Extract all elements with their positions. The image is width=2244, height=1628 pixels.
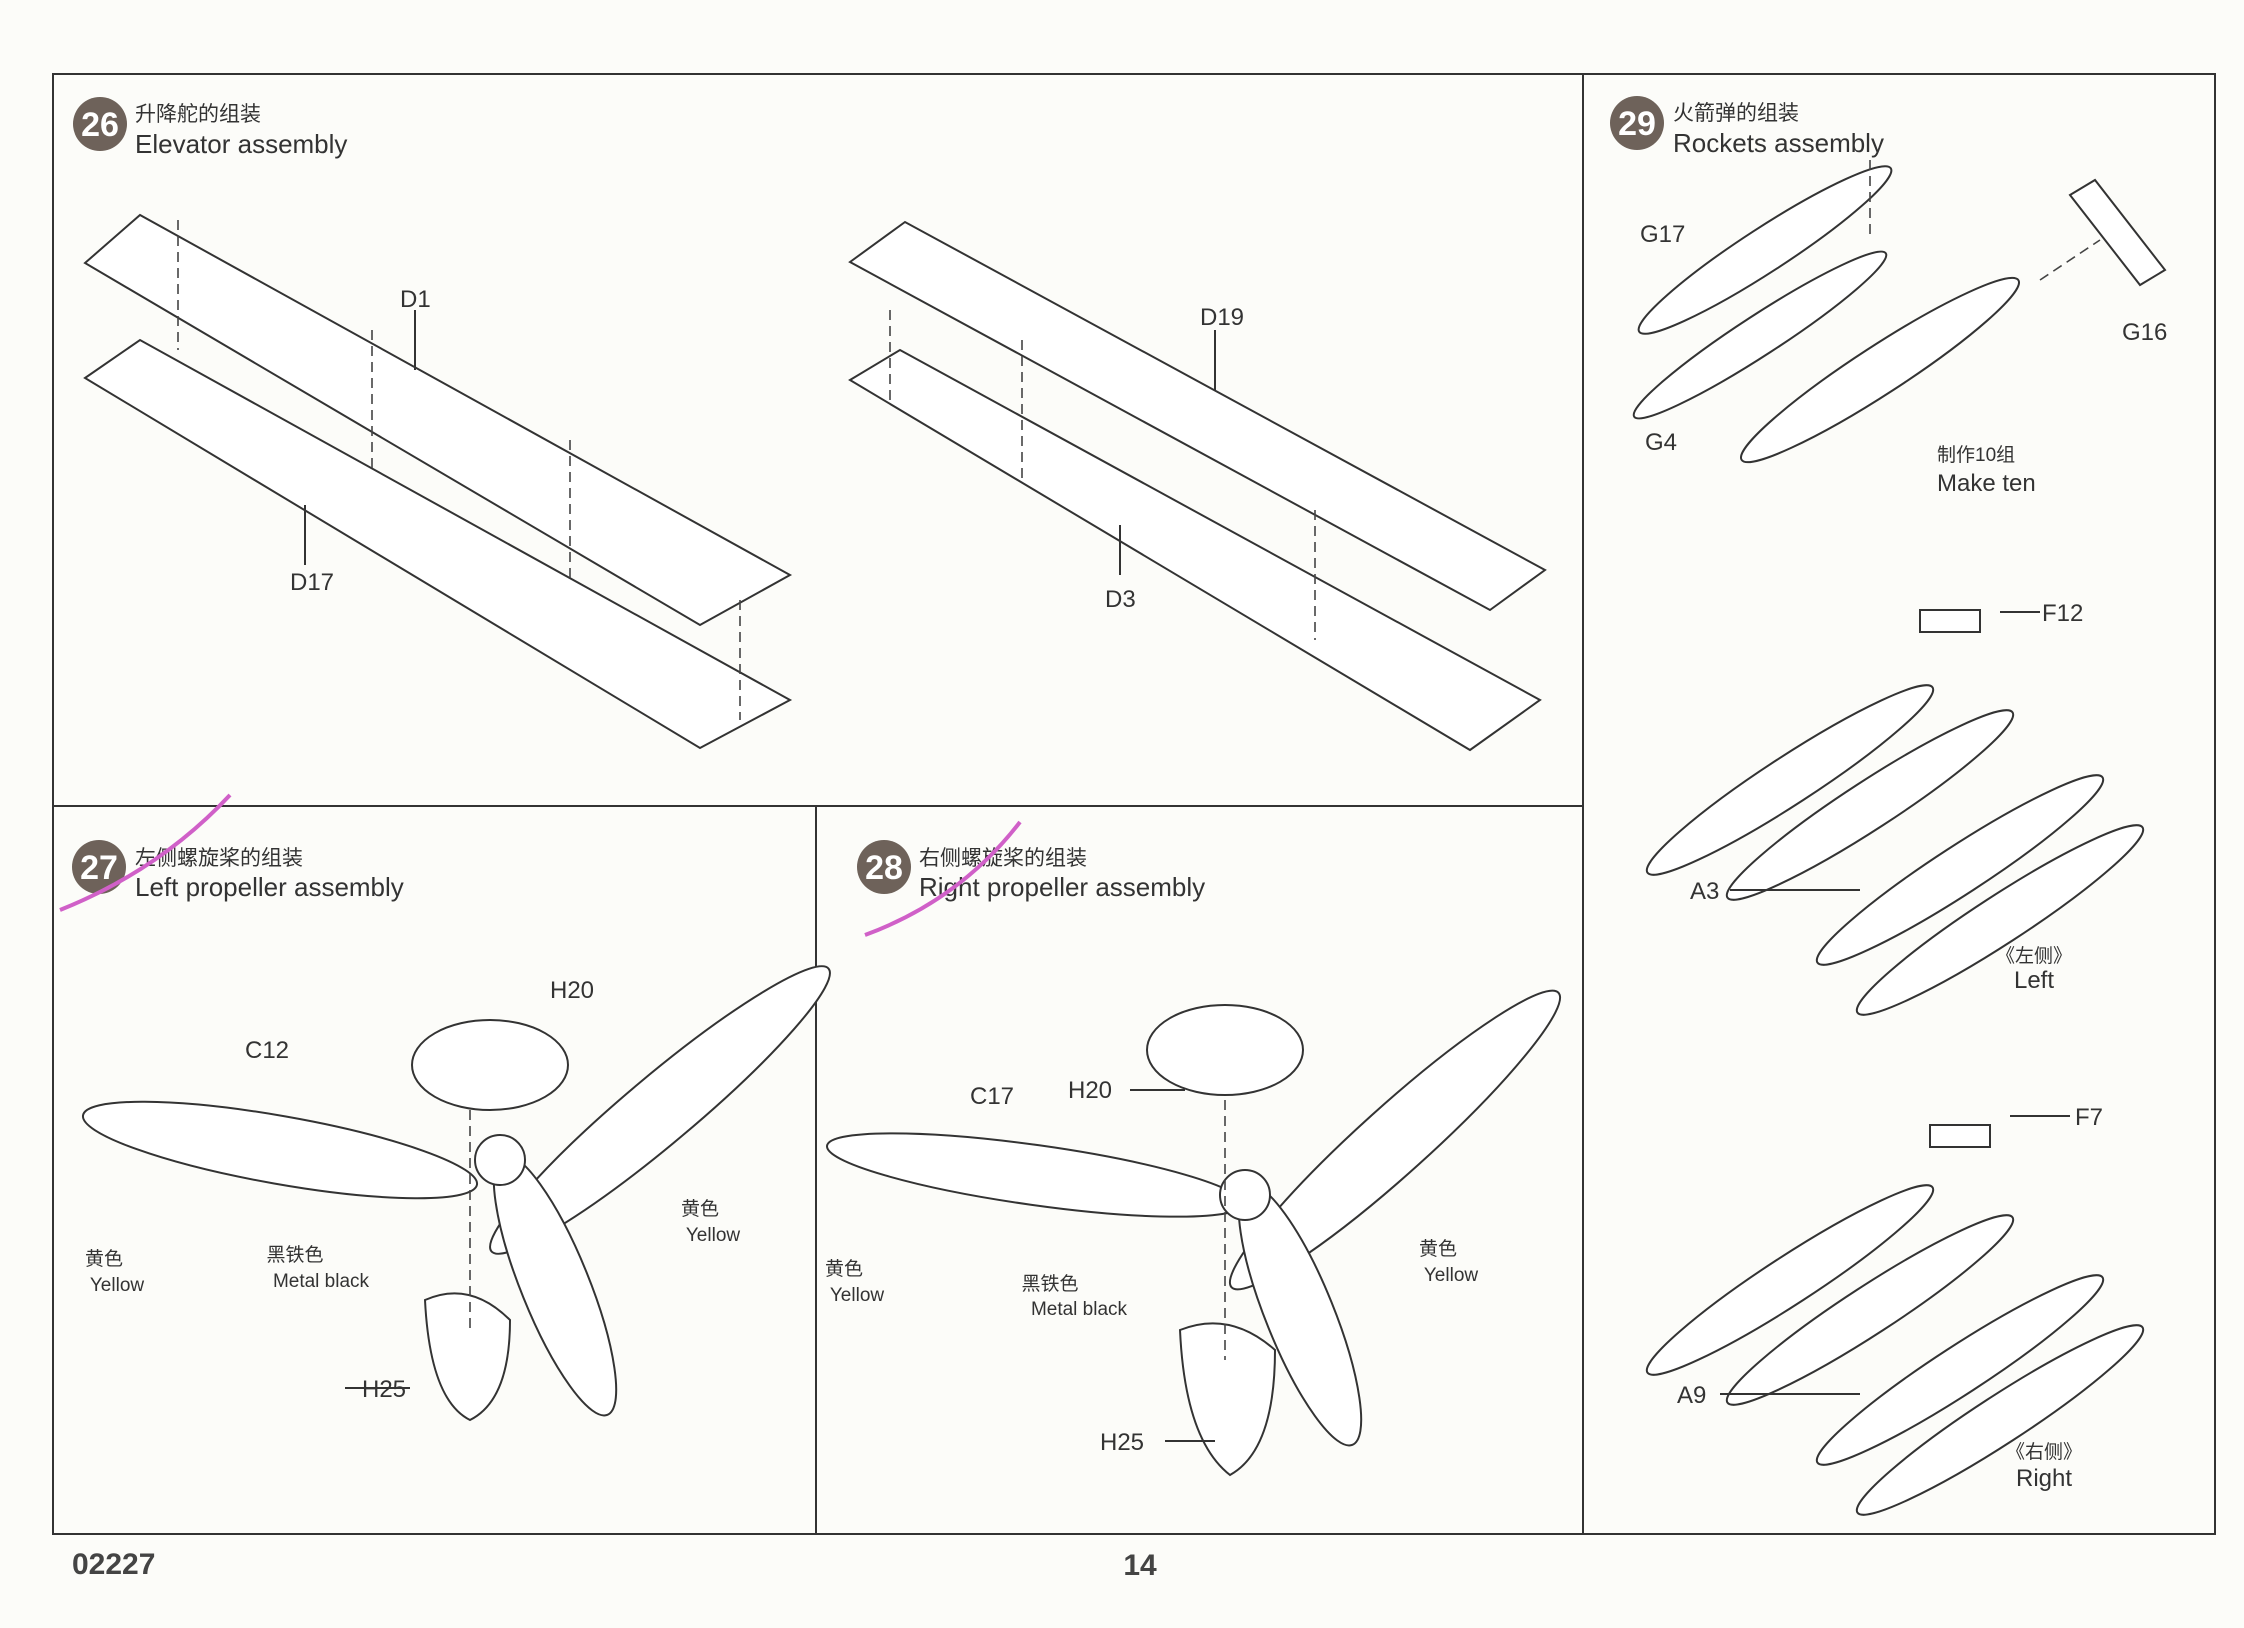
left-propeller-drawing (81, 965, 831, 1422)
step-title-en: Left propeller assembly (135, 872, 404, 902)
step-title-cn: 火箭弹的组装 (1673, 102, 1799, 125)
panel-frames (52, 73, 2216, 1535)
step-title-en: Elevator assembly (135, 129, 347, 159)
part-label-d19: D19 (1200, 304, 1244, 331)
step-title-cn: 升降舵的组装 (135, 103, 261, 126)
part-label-f12: F12 (2042, 600, 2083, 627)
side-label-cn: 《右侧》 (2006, 1441, 2082, 1463)
part-label-d17: D17 (290, 569, 334, 596)
part-label-f7: F7 (2075, 1104, 2103, 1131)
step-number: 26 (81, 106, 119, 144)
part-label-g17: G17 (1640, 221, 1685, 248)
part-label-h25: H25 (362, 1376, 406, 1403)
step-29: 29 火箭弹的组装 Rockets assembly G17 G16 G4 制作… (1610, 96, 2167, 1516)
kit-code: 02227 (72, 1548, 155, 1581)
step-number: 28 (865, 849, 903, 887)
color-callout-en: Yellow (90, 1275, 145, 1296)
color-callout-cn: 黄色 (681, 1198, 719, 1220)
rocket-rack-left-drawing (1645, 609, 2145, 1016)
page-number: 14 (1123, 1549, 1157, 1582)
step-number: 29 (1618, 105, 1656, 143)
part-label-h25: H25 (1100, 1429, 1144, 1456)
side-label-en: Left (2014, 967, 2054, 994)
step-28: 28 右侧螺旋桨的组装 Right propeller assembly C17… (825, 820, 1562, 1477)
highlight-mark (864, 820, 1022, 937)
step-badge (857, 840, 911, 894)
step-badge (72, 840, 126, 894)
color-callout-cn: 黑铁色 (266, 1244, 323, 1266)
color-callout-en: Yellow (686, 1225, 741, 1246)
color-callout-en: Metal black (1031, 1299, 1128, 1320)
step-title-cn: 右侧螺旋桨的组装 (919, 847, 1087, 870)
step-title-cn: 左侧螺旋桨的组装 (135, 847, 303, 870)
step-26: 26 升降舵的组装 Elevator assembly D1 D17 D19 D… (73, 97, 1547, 752)
step-badge (73, 97, 127, 151)
right-propeller-drawing (826, 989, 1562, 1477)
note-en: Make ten (1937, 470, 2036, 497)
color-callout-en: Yellow (1424, 1265, 1479, 1286)
color-callout-en: Yellow (830, 1285, 885, 1306)
highlight-mark (59, 793, 232, 912)
color-callout-cn: 黄色 (825, 1258, 863, 1280)
note-cn: 制作10组 (1937, 444, 2015, 466)
part-label-g16: G16 (2122, 319, 2167, 346)
color-callout-cn: 黄色 (85, 1248, 123, 1270)
elevator-right-drawing (848, 220, 1547, 752)
color-callout-en: Metal black (273, 1271, 370, 1292)
elevator-left-drawing (83, 213, 793, 750)
part-label-a9: A9 (1677, 1382, 1706, 1409)
part-label-g4: G4 (1645, 429, 1677, 456)
side-label-en: Right (2016, 1465, 2072, 1492)
side-label-cn: 《左侧》 (1996, 945, 2072, 967)
part-label-c12: C12 (245, 1037, 289, 1064)
step-badge (1610, 96, 1664, 150)
part-label-d3: D3 (1105, 586, 1136, 613)
part-label-d1: D1 (400, 286, 431, 313)
part-label-h20: H20 (1068, 1077, 1112, 1104)
step-27: 27 左侧螺旋桨的组装 Left propeller assembly H20 … (59, 793, 831, 1422)
part-label-c17: C17 (970, 1083, 1014, 1110)
step-number: 27 (80, 849, 118, 887)
rocket-rack-right-drawing (1645, 1115, 2145, 1516)
outer-frame (52, 73, 2216, 1535)
step-title-en: Right propeller assembly (919, 872, 1205, 902)
color-callout-cn: 黄色 (1419, 1238, 1457, 1260)
step-title-en: Rockets assembly (1673, 128, 1884, 158)
color-callout-cn: 黑铁色 (1021, 1273, 1078, 1295)
part-label-h20: H20 (550, 977, 594, 1004)
rocket-parts-drawing (1632, 160, 2167, 464)
part-label-a3: A3 (1690, 878, 1719, 905)
